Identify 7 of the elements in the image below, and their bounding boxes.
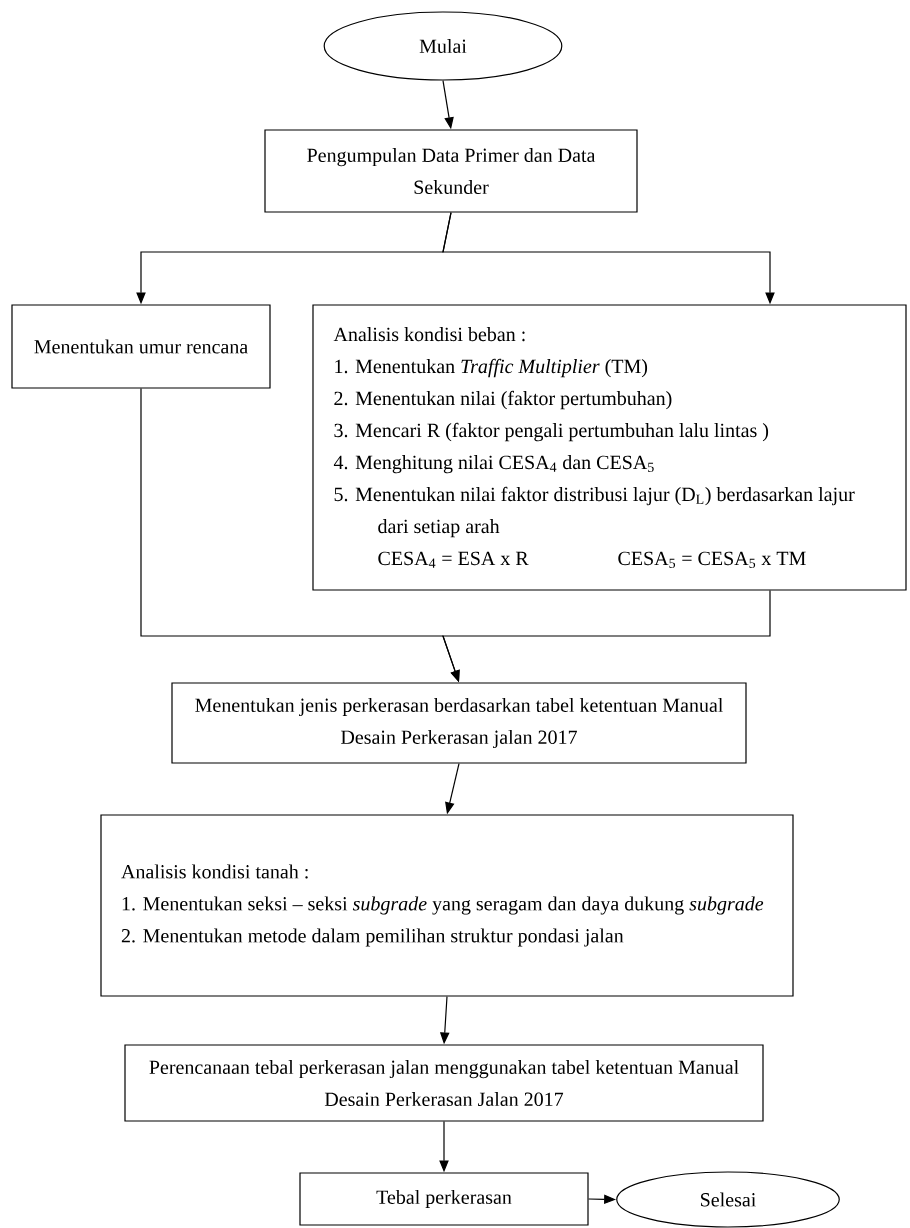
process-box: Perencanaan tebal perkerasan jalan menggunakan tabel ketentuan Manual Desain Perkerasan Jalan 2017 (124, 1044, 764, 1122)
process-box: Menentukan jenis perkerasan berdasarkan tabel ketentuan Manual Desain Perkerasan jalan 2017 (171, 682, 747, 764)
process-box: Tebal perkerasan (299, 1172, 589, 1226)
process-box: Pengumpulan Data Primer dan Data Sekunder (264, 129, 638, 213)
process-box: Analisis kondisi tanah : 1. Menentukan seksi – seksi subgrade yang seragam dan daya dukung subgrade 2. Menentukan metode dalam pemilihan struktur pondasi jalan (100, 814, 794, 997)
process-box: Analisis kondisi beban : 1. Menentukan Traffic Multiplier (TM) 2. Menentukan nilai (faktor pertumbuhan) 3. Mencari R (faktor pengali pertumbuhan lalu lintas ) 4. Menghitung nilai CESA$_{4}$ dan CESA$_{5}$ 5. Menentukan nilai faktor distribusi lajur (D$_{L}$) berdasarkan lajur dari setiap arah CESA$_{4}$ = ESA x R CESA$_{5}$ = CESA$_{5}$ x TM (312, 304, 907, 591)
process-box: Menentukan umur rencana (11, 304, 271, 389)
